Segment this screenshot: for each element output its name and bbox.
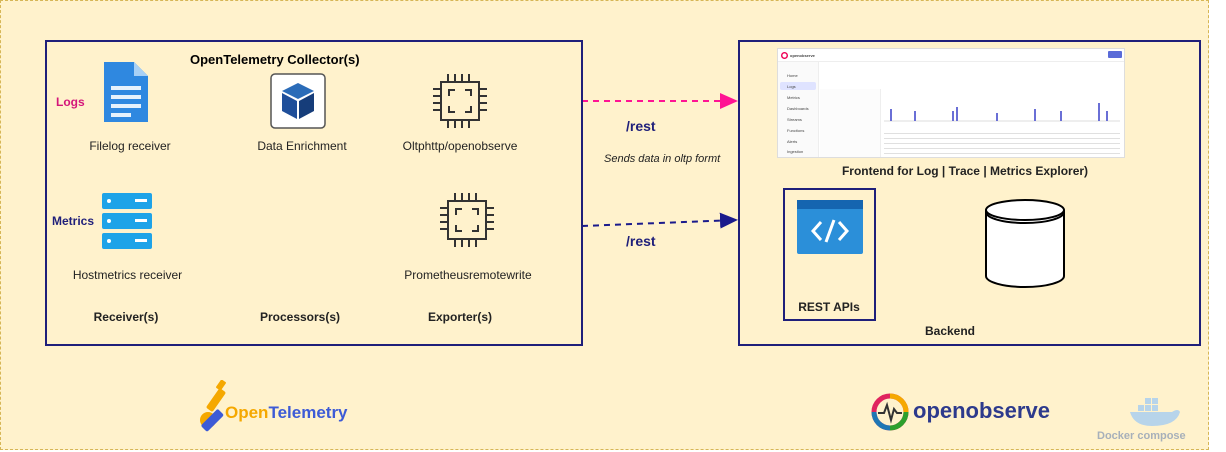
rest-label-bottom: /rest: [626, 233, 656, 249]
otel-text-telemetry: Telemetry: [268, 403, 348, 422]
openobserve-ui-screenshot: openobserve Home Logs Metrics Dashboards…: [777, 48, 1125, 158]
code-icon: [797, 200, 863, 254]
collector-title: OpenTelemetry Collector(s): [190, 52, 360, 67]
metrics-arrow-to-backend: [581, 212, 738, 229]
screenshot-menu-item: Functions: [787, 128, 805, 133]
screenshot-sidebar: [778, 62, 819, 157]
processors-column-label: Processors(s): [259, 310, 341, 324]
screenshot-brand: openobserve: [790, 53, 815, 58]
screenshot-field-list: [820, 89, 881, 157]
cube-icon: [270, 73, 326, 129]
docker-compose-label: Docker compose: [1097, 430, 1186, 442]
rest-apis-label: REST APIs: [798, 300, 860, 314]
screenshot-header: [778, 49, 1124, 62]
screenshot-log-table: [884, 129, 1120, 155]
screenshot-menu-item: Streams: [787, 117, 802, 122]
prometheus-exporter-label: Prometheusremotewrite: [404, 268, 532, 282]
database-icon: [985, 199, 1065, 288]
screenshot-menu-item: Home: [787, 73, 798, 78]
screenshot-menu-item: Alerts: [787, 139, 798, 144]
chip-icon: [440, 193, 494, 247]
document-icon: [104, 62, 148, 122]
otel-text-open: Open: [225, 403, 269, 422]
screenshot-menu-item: Ingestion: [787, 149, 804, 154]
openobserve-logo-icon: [781, 52, 788, 59]
openobserve-logo-text: openobserve: [913, 398, 1050, 423]
filelog-receiver-label: Filelog receiver: [89, 139, 171, 153]
frontend-caption: Frontend for Log | Trace | Metrics Explo…: [841, 164, 1089, 178]
sends-data-note: Sends data in oltp formt: [604, 153, 721, 165]
screenshot-menu-item: Dashboards: [787, 106, 809, 111]
backend-label: Backend: [924, 324, 976, 338]
chip-icon: [433, 74, 487, 128]
otlp-exporter-label: Oltphttp/openobserve: [402, 139, 518, 153]
server-icon: [102, 193, 152, 249]
rest-apis-box: [783, 188, 876, 321]
opentelemetry-logo-text: OpenTelemetry: [225, 403, 348, 423]
openobserve-logo-icon: [871, 393, 909, 431]
data-enrichment-label: Data Enrichment: [257, 139, 347, 153]
telescope-logo-icon: [200, 380, 226, 432]
metrics-label: Metrics: [52, 214, 95, 228]
logs-label: Logs: [56, 95, 85, 109]
docker-whale-icon: [1130, 398, 1180, 426]
screenshot-menu-item: Metrics: [787, 95, 800, 100]
screenshot-menu-item: Logs: [787, 84, 796, 89]
receivers-column-label: Receiver(s): [93, 310, 159, 324]
screenshot-histogram: [884, 103, 1120, 122]
exporters-column-label: Exporter(s): [427, 310, 492, 324]
rest-label-top: /rest: [626, 118, 656, 134]
hostmetrics-receiver-label: Hostmetrics receiver: [72, 268, 183, 282]
screenshot-run-button: [1108, 51, 1122, 58]
screenshot-menu-active-bg: [780, 82, 816, 90]
